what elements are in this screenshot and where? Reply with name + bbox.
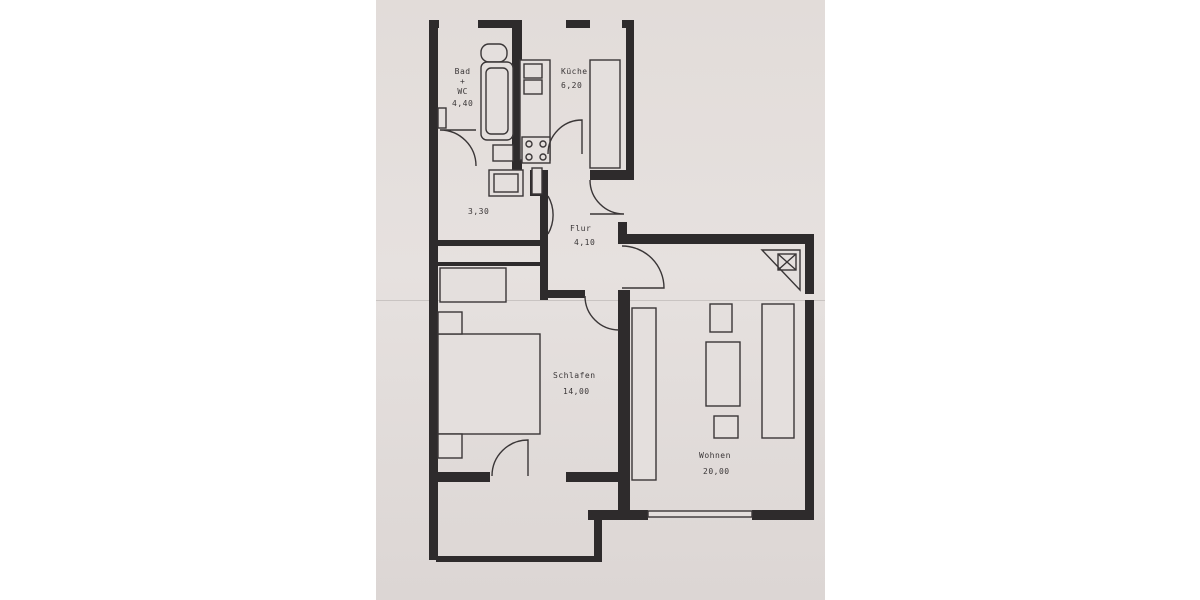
room-label-wohnen: Wohnen 20,00 <box>699 452 731 476</box>
room-label-flur: Flur 4,10 <box>570 225 595 247</box>
door-balcony <box>491 439 529 477</box>
kitchen-counter-right <box>589 59 621 169</box>
bed <box>437 333 541 435</box>
wall-balcony-east <box>594 510 602 562</box>
wall-balcony-south <box>436 556 602 562</box>
washbasin <box>492 144 514 162</box>
door-bath <box>439 129 477 167</box>
toilet-tank <box>480 43 508 63</box>
door-schlafen <box>584 295 620 331</box>
wall-wohnen-east <box>805 234 814 294</box>
fridge-inner <box>493 173 519 193</box>
flur-area: 4,10 <box>574 238 596 247</box>
wall-north-left <box>429 20 439 28</box>
stove-burner <box>539 140 547 148</box>
wohnen-name: Wohnen <box>699 451 731 460</box>
flur-cabinet <box>531 167 543 195</box>
schlafen-name: Schlafen <box>553 371 596 380</box>
door-kitchen-flur <box>589 179 625 215</box>
wardrobe-wohnen <box>631 307 657 481</box>
armchair-top <box>709 303 733 333</box>
kueche-name: Küche <box>561 67 588 76</box>
abstell-area: 3,30 <box>468 207 490 216</box>
coffee-table <box>705 341 741 407</box>
bad-line1: Bad <box>454 67 471 76</box>
kitchen-sink-2 <box>523 79 543 95</box>
paper-fold-line <box>376 300 825 301</box>
door-wohnen <box>621 245 665 289</box>
bathtub-inner <box>485 67 509 135</box>
window-wohnen-south <box>647 510 753 518</box>
door-abstell <box>547 195 554 235</box>
room-label-kueche: Küche 6,20 <box>561 68 588 90</box>
bad-area: 4,40 <box>452 99 474 108</box>
wall-wohnen-west <box>618 290 630 520</box>
wall-flur-south <box>545 290 585 298</box>
wall-north-kitchen <box>566 20 590 28</box>
room-label-schlafen: Schlafen 14,00 <box>553 372 596 396</box>
wall-abstell-west-top <box>429 240 544 246</box>
wall-wohnen-south-right <box>752 510 814 520</box>
wall-east-kitchen <box>626 20 634 180</box>
schlafen-area: 14,00 <box>563 387 590 396</box>
wall-wohnen-east-low <box>805 300 814 520</box>
wall-north-bath <box>478 20 518 28</box>
bad-line2: + <box>459 77 466 86</box>
stove-burner <box>525 153 533 161</box>
wall-kitchen-south <box>590 170 634 180</box>
wall-flur-east <box>618 222 627 244</box>
wall-west-low <box>429 460 438 560</box>
room-label-bad: Bad + WC 4,40 <box>452 68 473 108</box>
armchair-bottom <box>713 415 739 439</box>
shelf-bath <box>437 107 447 129</box>
chimney-x-icon <box>777 253 797 271</box>
flur-name: Flur <box>570 224 592 233</box>
wall-schlafen-south-left <box>436 472 490 482</box>
stove-burner <box>525 140 533 148</box>
wall-schlafen-south-right <box>566 472 628 482</box>
kitchen-sink <box>523 63 543 79</box>
wall-flur-west <box>540 170 548 300</box>
wall-north-mid <box>512 20 522 185</box>
stove-burner <box>539 153 547 161</box>
nightstand-top <box>437 311 463 335</box>
bad-line3: WC <box>457 87 468 96</box>
wall-west <box>429 20 438 520</box>
nightstand-bottom <box>437 433 463 459</box>
bathtub <box>480 61 514 141</box>
kueche-area: 6,20 <box>561 81 583 90</box>
door-kitchen <box>547 119 583 155</box>
wohnen-area: 20,00 <box>703 467 730 476</box>
wall-wohnen-north <box>618 234 813 244</box>
sofa <box>761 303 795 439</box>
abstell-shelf <box>439 267 507 303</box>
wall-abstell-mid <box>438 262 546 266</box>
room-label-abstell: 3,30 <box>468 208 489 216</box>
